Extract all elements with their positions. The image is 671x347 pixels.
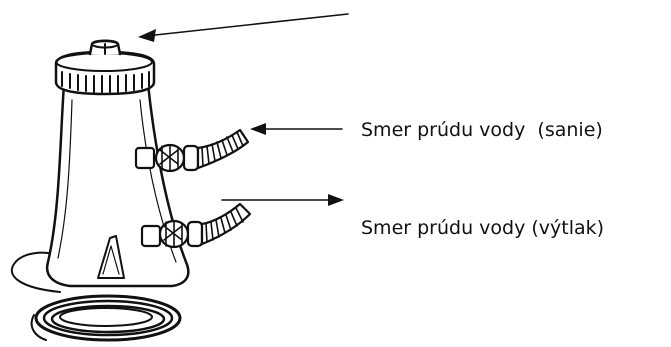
power-cord-coil-icon bbox=[10, 251, 182, 342]
pump-body bbox=[45, 82, 190, 288]
intake-hose-fitting bbox=[134, 143, 200, 173]
intake-flow-label: Smer prúdu vody (sanie) bbox=[361, 119, 603, 141]
intake-hose bbox=[196, 128, 250, 170]
intake-arrow-icon bbox=[250, 123, 343, 135]
outflow-arrow-icon bbox=[221, 194, 344, 206]
outflow-hose-fitting bbox=[140, 219, 204, 249]
pump-lid bbox=[54, 39, 156, 96]
outflow-flow-label: Smer prúdu vody (výtlak) bbox=[361, 217, 605, 239]
lid-arrow-icon bbox=[138, 13, 349, 42]
outflow-hose bbox=[200, 202, 252, 246]
